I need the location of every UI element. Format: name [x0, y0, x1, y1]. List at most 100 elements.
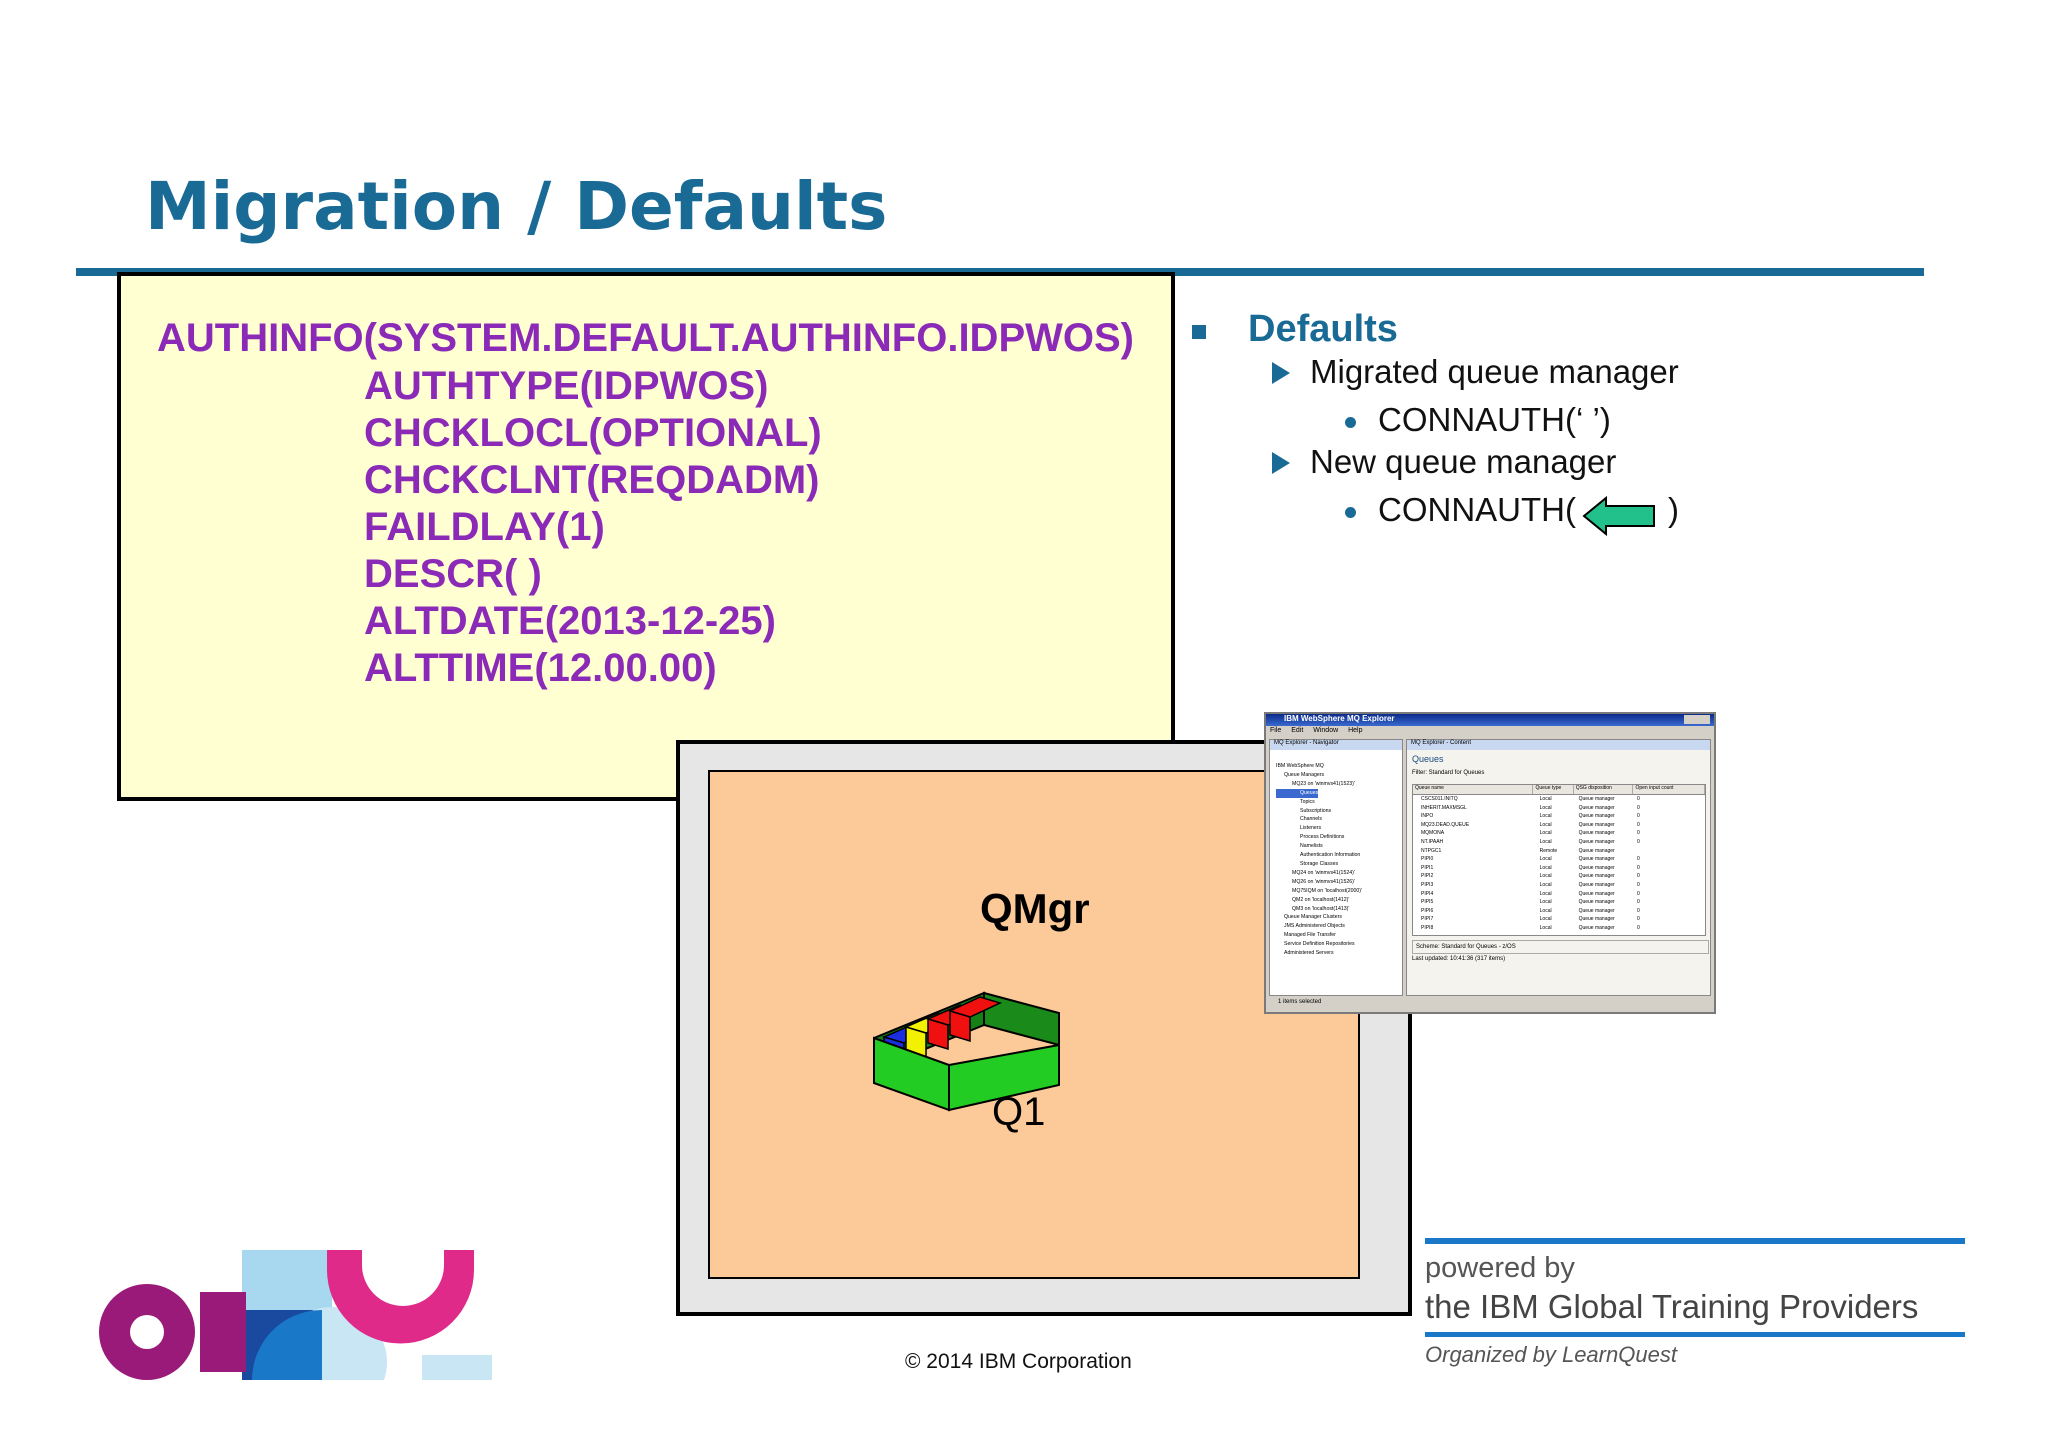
new-qm-value-suffix: ): [1668, 491, 1679, 528]
tree-item[interactable]: MQ26 on 'winmvs41(1526)': [1292, 878, 1355, 885]
powered-by-block: powered by the IBM Global Training Provi…: [1425, 1238, 1965, 1368]
menu-help[interactable]: Help: [1348, 727, 1363, 734]
table-cell: Queue manager: [1578, 873, 1615, 880]
table-cell: Queue manager: [1578, 907, 1615, 914]
table-cell: Queue manager: [1578, 899, 1615, 906]
table-cell: PIPI5: [1421, 899, 1434, 906]
tree-item[interactable]: Channels: [1300, 816, 1322, 823]
menu-window[interactable]: Window: [1313, 727, 1339, 734]
tree-item[interactable]: IBM WebSphere MQ: [1276, 763, 1324, 769]
tree-item[interactable]: Queue Manager Clusters: [1284, 914, 1342, 921]
tree-item[interactable]: JMS Administered Objects: [1284, 923, 1345, 930]
table-cell: Queue manager: [1578, 847, 1615, 854]
tree-item[interactable]: Storage Classes: [1300, 860, 1339, 867]
tree-item[interactable]: Process Definitions: [1300, 834, 1345, 841]
table-row[interactable]: NTPGC1 Remote Queue manager: [1413, 847, 1705, 856]
table-cell: 0: [1636, 856, 1640, 863]
table-cell: Local: [1539, 813, 1552, 820]
menu-file[interactable]: File: [1270, 727, 1282, 734]
table-cell: Local: [1539, 907, 1552, 914]
tree-item[interactable]: Topics: [1300, 798, 1315, 805]
table-cell: Queue manager: [1578, 924, 1615, 931]
bottom-rule: [1425, 1332, 1965, 1337]
menu-edit[interactable]: Edit: [1291, 727, 1304, 734]
table-cell: Queue manager: [1578, 804, 1615, 811]
tree-item[interactable]: MQ75IQM on 'localhost(2000)': [1292, 887, 1363, 894]
queue-box-icon: [873, 991, 1060, 1112]
tree-item[interactable]: QM2 on 'localhost(1412)': [1292, 896, 1350, 903]
organized-by: Organized by LearnQuest: [1425, 1342, 1677, 1367]
tree-item[interactable]: MQ24 on 'winmvs41(1524)': [1292, 869, 1355, 876]
column-header[interactable]: Queue type: [1533, 785, 1574, 794]
table-cell: INPO: [1421, 813, 1434, 820]
table-cell: Local: [1539, 916, 1552, 923]
tree-item[interactable]: Listeners: [1300, 825, 1322, 832]
table-cell: Queue manager: [1578, 916, 1615, 923]
table-cell: PIPI7: [1421, 916, 1434, 923]
tree-item[interactable]: Subscriptions: [1300, 807, 1332, 814]
defaults-bullets: Defaults Migrated queue manager CONNAUTH…: [1180, 300, 1880, 560]
content-tab[interactable]: MQ Explorer - Content: [1407, 740, 1710, 750]
tree-item[interactable]: Namelists: [1300, 843, 1323, 850]
tree-item[interactable]: QM3 on 'localhost(1413)': [1292, 905, 1350, 912]
code-line-chcklocl: CHCKLOCL(OPTIONAL): [364, 411, 822, 455]
table-cell: NTPGC1: [1421, 847, 1442, 854]
tree-item[interactable]: Service Definition Repositories: [1284, 941, 1355, 948]
table-cell: Remote: [1539, 847, 1558, 854]
table-cell: Queue manager: [1578, 796, 1615, 802]
authinfo-code-box: AUTHINFO(SYSTEM.DEFAULT.AUTHINFO.IDPWOS)…: [117, 272, 1175, 801]
tree-item[interactable]: Managed File Transfer: [1284, 932, 1336, 939]
table-cell: Local: [1539, 796, 1552, 802]
explorer-title-bar: IBM WebSphere MQ Explorer: [1266, 714, 1714, 726]
code-line-alttime: ALTTIME(12.00.00): [364, 646, 717, 690]
content-heading: Queues: [1412, 754, 1444, 764]
triangle-bullet-icon: [1272, 362, 1290, 384]
tree-item[interactable]: Queue Managers: [1284, 771, 1325, 778]
table-cell: INHERIT.MAXMSGL: [1421, 804, 1467, 811]
filter-text: Filter: Standard for Queues: [1412, 770, 1485, 776]
table-row[interactable]: INHERIT.MAXMSGL Local Queue manager 0: [1413, 804, 1705, 813]
tree-item[interactable]: Administered Servers: [1284, 950, 1334, 957]
provider-name: the IBM Global Training Providers: [1425, 1288, 1919, 1325]
new-qm-value-prefix: CONNAUTH(: [1378, 491, 1576, 528]
migrated-value: CONNAUTH(‘ ’): [1378, 401, 1611, 438]
table-cell: Local: [1539, 804, 1552, 811]
navigator-pane: MQ Explorer - Navigator IBM WebSphere MQ…: [1269, 739, 1403, 996]
code-line-descr: DESCR( ): [364, 552, 542, 596]
table-cell: Local: [1539, 864, 1552, 871]
tree-item[interactable]: Authentication Information: [1300, 852, 1361, 859]
table-cell: Queue manager: [1578, 856, 1615, 863]
column-header[interactable]: Open input count: [1633, 785, 1705, 794]
navigator-tab[interactable]: MQ Explorer - Navigator: [1270, 740, 1402, 750]
bullet-heading: Defaults: [1248, 308, 1398, 350]
code-line-authtype: AUTHTYPE(IDPWOS): [364, 364, 769, 408]
table-cell: Queue manager: [1578, 881, 1615, 888]
table-cell: 0: [1636, 924, 1640, 931]
tree-item[interactable]: MQ23 on 'winmvs41(1523)': [1292, 780, 1355, 787]
tree-item[interactable]: Queues: [1276, 788, 1319, 798]
column-header[interactable]: QSG disposition: [1574, 785, 1634, 794]
column-header[interactable]: Queue name: [1413, 785, 1534, 794]
table-cell: 0: [1636, 804, 1640, 811]
table-cell: Local: [1539, 830, 1552, 837]
table-cell: 0: [1636, 796, 1640, 802]
table-cell: 0: [1636, 890, 1640, 897]
explorer-menu-bar: File Edit Window Help: [1270, 727, 1363, 737]
window-controls-icon[interactable]: [1684, 715, 1710, 724]
